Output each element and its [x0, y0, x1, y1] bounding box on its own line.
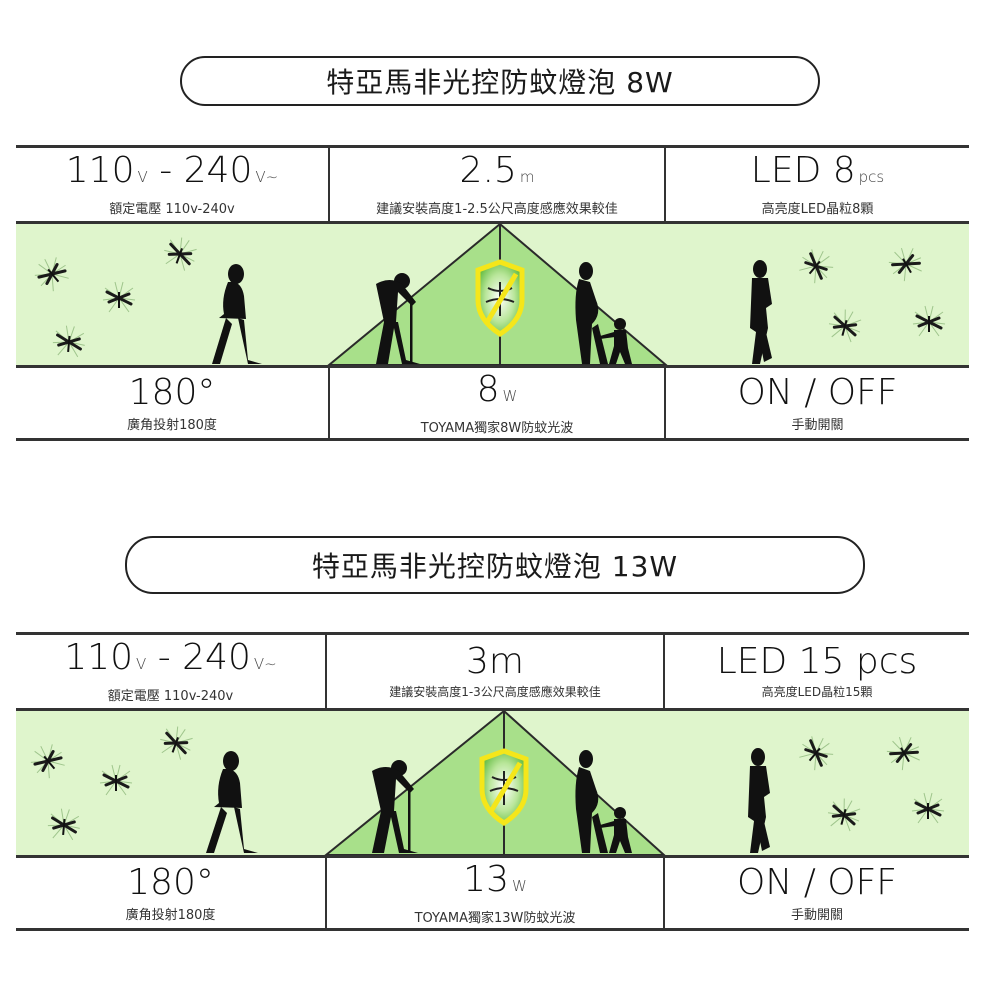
spec-caption: TOYAMA獨家8W防蚊光波 — [420, 420, 574, 436]
divider — [16, 632, 969, 635]
pregnant-woman-silhouette — [575, 750, 608, 853]
spec-value: 3m — [466, 641, 524, 682]
divider — [16, 145, 969, 148]
divider — [16, 928, 969, 931]
divider — [328, 365, 330, 440]
mosquito-icon — [45, 806, 83, 842]
mosquito-icon — [880, 729, 927, 775]
spec-switch: ON / OFF 手動開關 — [665, 858, 969, 928]
product-title: 特亞馬非光控防蚊燈泡 8W — [180, 56, 820, 106]
spec-value: 180° — [128, 371, 216, 413]
spec-angle: 180° 廣角投射180度 — [16, 858, 325, 928]
spec-caption: 高亮度LED晶粒8顆 — [761, 202, 874, 217]
mosquito-icon — [101, 280, 137, 314]
no-mosquito-shield-icon — [475, 259, 525, 337]
divider — [328, 145, 330, 223]
spec-caption: 額定電壓 110v-240v — [107, 689, 234, 704]
mosquito-icon — [882, 240, 929, 286]
mosquito-icon — [158, 231, 203, 275]
divider — [16, 438, 969, 441]
divider — [16, 221, 969, 224]
spec-led: LED 15 pcs 高亮度LED晶粒15顆 — [665, 635, 969, 708]
divider — [325, 632, 327, 710]
spec-caption: 高亮度LED晶粒15顆 — [761, 685, 873, 699]
spec-value: 180° — [127, 861, 214, 903]
walking-man-silhouette — [748, 748, 770, 853]
illustration-svg — [23, 711, 946, 855]
spec-caption: 廣角投射180度 — [125, 907, 216, 923]
elderly-man-with-cane-silhouette — [376, 273, 420, 364]
pregnant-woman-silhouette — [575, 262, 608, 364]
illustration-band — [16, 224, 969, 365]
walking-woman-silhouette — [206, 751, 258, 853]
spec-angle: 180° 廣角投射180度 — [16, 368, 328, 438]
product-title-text: 特亞馬非光控防蚊燈泡 13W — [311, 550, 679, 583]
walking-woman-silhouette — [212, 264, 262, 364]
divider — [16, 855, 969, 858]
mosquito-icon — [793, 728, 841, 776]
mosquito-icon — [793, 241, 841, 289]
spec-caption: TOYAMA獨家13W防蚊光波 — [414, 910, 576, 926]
product-title: 特亞馬非光控防蚊燈泡 13W — [125, 536, 865, 594]
mosquito-icon — [824, 304, 867, 346]
mosquito-icon — [910, 791, 946, 825]
divider — [663, 632, 665, 710]
walking-man-silhouette — [750, 260, 772, 364]
divider — [663, 855, 665, 930]
mosquito-icon — [911, 304, 947, 338]
spec-caption: 建議安裝高度1-3公尺高度感應效果較佳 — [389, 685, 601, 699]
mosquito-icon — [23, 736, 71, 784]
spec-value: ON / OFF — [736, 861, 898, 903]
spec-caption: 廣角投射180度 — [127, 417, 217, 433]
spec-caption: 額定電壓 110v-240v — [109, 202, 235, 217]
spec-height: 3m 建議安裝高度1-3公尺高度感應效果較佳 — [327, 635, 663, 708]
child-silhouette — [600, 807, 632, 853]
mosquito-icon — [27, 249, 75, 297]
mosquito-icon — [154, 720, 199, 764]
child-silhouette — [600, 318, 632, 364]
spec-value: LED 15 pcs — [716, 641, 918, 682]
illustration-band — [16, 711, 969, 855]
no-mosquito-shield-icon — [479, 748, 529, 826]
divider — [664, 145, 666, 223]
spec-caption: 手動開關 — [790, 907, 843, 923]
mosquito-icon — [823, 793, 866, 835]
elderly-man-with-cane-silhouette — [372, 760, 418, 853]
spec-switch: ON / OFF 手動開關 — [666, 368, 969, 438]
illustration-svg — [27, 224, 947, 365]
divider — [16, 708, 969, 711]
spec-value: ON / OFF — [737, 371, 898, 413]
spec-caption: 建議安裝高度1-2.5公尺高度感應效果較佳 — [376, 202, 618, 217]
divider — [664, 365, 666, 440]
product-title-text: 特亞馬非光控防蚊燈泡 8W — [326, 66, 674, 99]
divider — [16, 365, 969, 368]
mosquito-icon — [98, 763, 134, 797]
divider — [325, 855, 327, 930]
spec-caption: 手動開關 — [791, 417, 844, 433]
mosquito-icon — [50, 323, 88, 359]
